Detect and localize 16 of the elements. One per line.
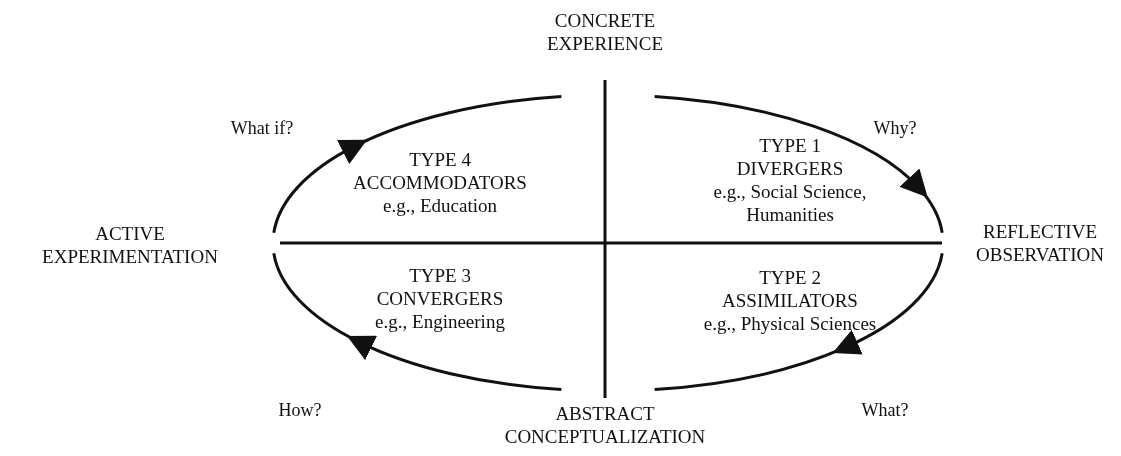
axis-pole-label: REFLECTIVE OBSERVATION bbox=[960, 220, 1120, 266]
axis-pole-label: ACTIVE EXPERIMENTATION bbox=[30, 222, 230, 268]
type-number: TYPE 3 bbox=[408, 263, 472, 287]
type-number: TYPE 4 bbox=[408, 147, 472, 171]
type-name: CONVERGERS bbox=[375, 286, 505, 310]
example-text: e.g., Physical Sciences bbox=[702, 311, 878, 335]
type-number: TYPE 2 bbox=[758, 265, 822, 289]
axis-pole-label: ABSTRACT CONCEPTUALIZATION bbox=[495, 402, 715, 448]
type-name: DIVERGERS bbox=[735, 157, 845, 180]
example-text: e.g., Education bbox=[382, 193, 498, 217]
type-name: ASSIMILATORS bbox=[721, 288, 859, 312]
type-name: ACCOMMODATORS bbox=[352, 170, 528, 194]
axis-pole-label: CONCRETE EXPERIENCE bbox=[530, 9, 680, 55]
example-text: e.g., Social Science, Humanities bbox=[712, 180, 868, 226]
type-number: TYPE 1 bbox=[758, 134, 822, 157]
example-text: e.g., Engineering bbox=[374, 309, 506, 333]
